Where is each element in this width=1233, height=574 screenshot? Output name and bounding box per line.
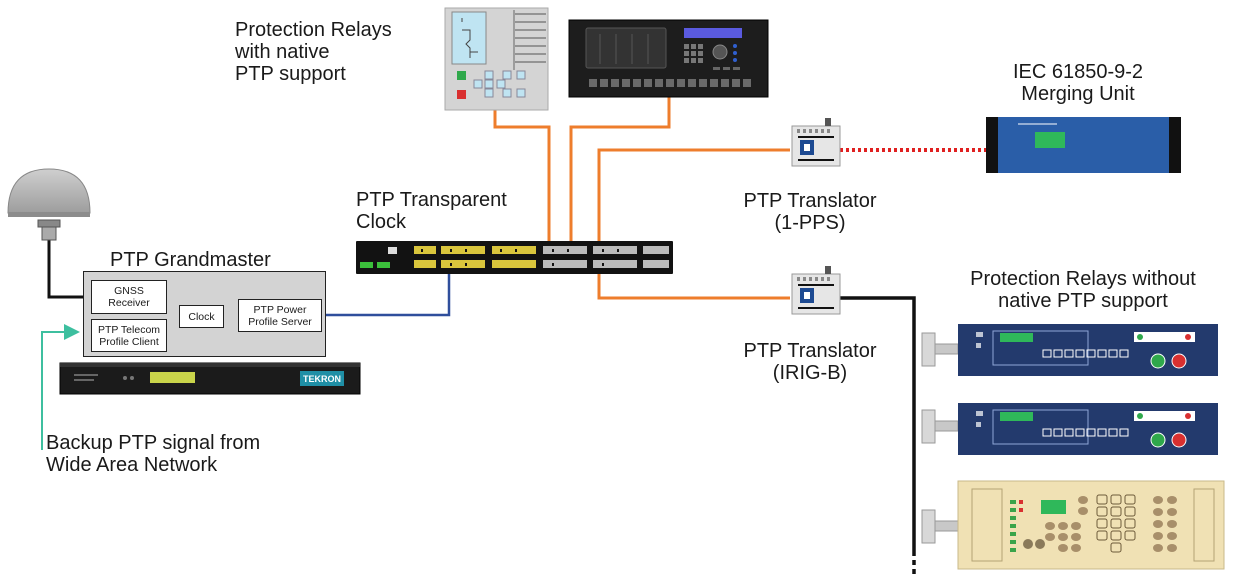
grandmaster-title: PTP Grandmaster: [110, 249, 271, 271]
translator-irig-line-2: (IRIG-B): [772, 362, 848, 384]
gnss-line-1: GNSS: [114, 285, 144, 297]
transparent-clock-switch: [356, 241, 673, 274]
translator-irig-label: PTP Translator (IRIG-B): [730, 340, 890, 384]
clock-block: Clock: [179, 305, 224, 328]
relays-native-line-2: with native: [235, 41, 330, 63]
grandmaster-link: [322, 272, 451, 317]
translator-pps-device: [791, 118, 841, 167]
irig-bus: [838, 296, 916, 574]
translator-irig-line-1: PTP Translator: [743, 340, 877, 362]
merging-unit-line-2: Merging Unit: [1021, 83, 1135, 105]
relay-without-ptp-3: [957, 480, 1225, 570]
relays-without-line-2: native PTP support: [998, 290, 1168, 312]
backup-line-1: Backup PTP signal from: [46, 432, 261, 454]
telecom-line-2: Profile Client: [99, 335, 159, 348]
telecom-line-1: PTP Telecom: [97, 323, 161, 336]
power-profile-line-2: Profile Server: [248, 315, 312, 328]
translator-pps-line-2: (1-PPS): [774, 212, 846, 234]
power-profile-block: PTP Power Profile Server: [238, 299, 322, 332]
clock-label: Clock: [188, 310, 215, 323]
gnss-receiver-block: GNSS Receiver: [91, 280, 167, 314]
transparent-clock-line-1: PTP Transparent: [356, 189, 507, 211]
translator-irig-device: [791, 266, 841, 315]
antenna-cable: [47, 240, 91, 299]
irig-taps: [921, 332, 959, 544]
transparent-clock-label: PTP Transparent Clock: [356, 189, 507, 233]
relay-without-ptp-1: [958, 324, 1218, 376]
tekron-logo: TEKRON: [303, 374, 341, 384]
relay-without-ptp-2: [958, 403, 1218, 455]
backup-link: [41, 324, 80, 450]
relay-native-grey: [444, 7, 549, 111]
merging-unit-device: [986, 117, 1181, 173]
translator-pps-line-1: PTP Translator: [743, 190, 877, 212]
backup-label: Backup PTP signal from Wide Area Network: [46, 432, 260, 476]
power-profile-line-1: PTP Power: [253, 303, 307, 316]
copper-links: [493, 97, 790, 300]
gnss-antenna-icon: [7, 168, 91, 241]
gnss-line-2: Receiver: [108, 297, 150, 309]
transparent-clock-line-2: Clock: [356, 211, 407, 233]
relay-native-black: [568, 19, 769, 98]
merging-unit-line-1: IEC 61850-9-2: [1012, 61, 1144, 83]
relays-without-line-1: Protection Relays without: [970, 268, 1196, 290]
relays-native-line-3: PTP support: [235, 63, 346, 85]
backup-line-2: Wide Area Network: [46, 454, 218, 476]
relays-without-label: Protection Relays without native PTP sup…: [938, 268, 1228, 312]
translator-pps-label: PTP Translator (1-PPS): [730, 190, 890, 234]
relays-native-label: Protection Relays with native PTP suppor…: [235, 19, 392, 85]
tekron-grandmaster-device: TEKRON: [59, 362, 361, 395]
relays-native-line-1: Protection Relays: [235, 19, 392, 41]
merging-unit-label: IEC 61850-9-2 Merging Unit: [1003, 61, 1153, 105]
telecom-profile-block: PTP Telecom Profile Client: [91, 319, 167, 352]
